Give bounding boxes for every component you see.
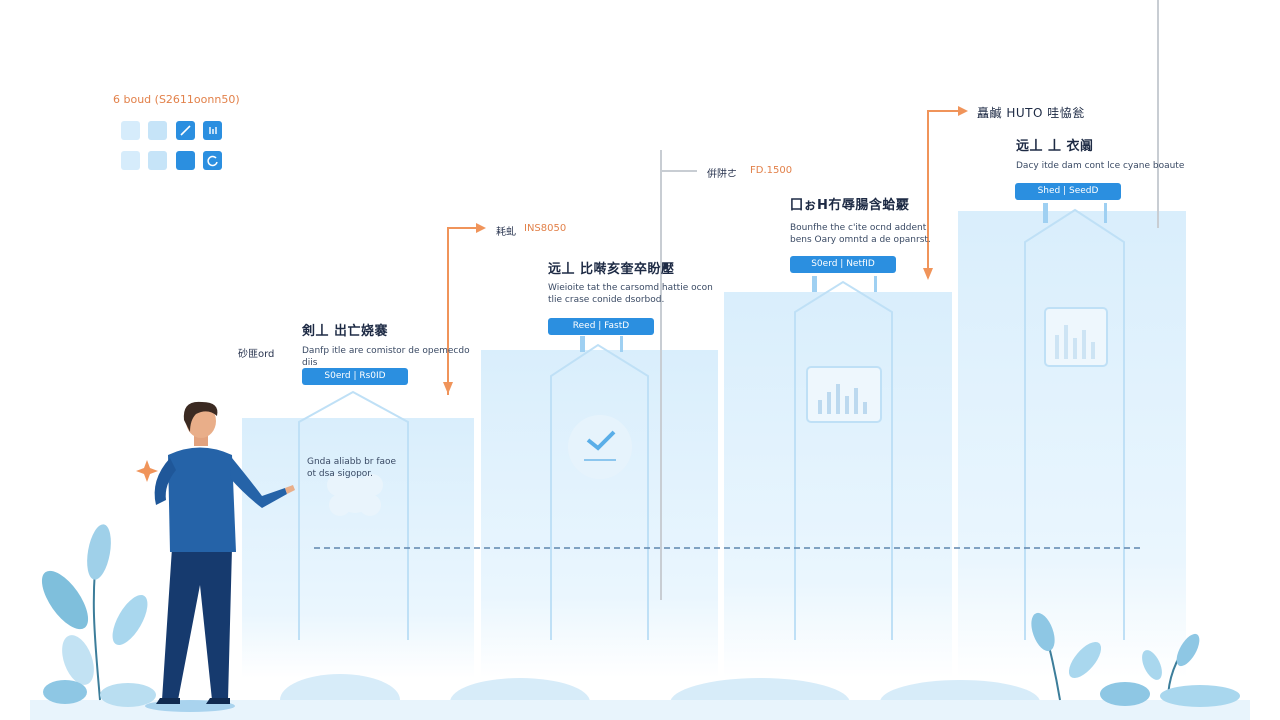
legend-swatch-2 <box>148 121 167 140</box>
legend-swatch-1 <box>121 121 140 140</box>
check-badge-icon <box>568 415 632 479</box>
step-1-title: 剣丄 岀亡娆褰 <box>302 324 389 339</box>
house-outline-1 <box>298 390 409 640</box>
arrow-2 <box>927 110 960 278</box>
callout-2-value: FD.1500 <box>750 165 793 176</box>
step-3-desc: Bounfhe the c'ite ocnd addent bens Oary … <box>790 223 931 245</box>
legend-swatch-5 <box>121 151 140 170</box>
callout-3-label: 矗鹹 HUTO 哇恊瓮 <box>977 106 1085 120</box>
legend-swatch-6 <box>148 151 167 170</box>
step-1-desc: Danfp itle are comistor de opemecdo diis <box>302 346 470 368</box>
step-column-4 <box>958 211 1186 678</box>
step-2-desc: Wieioite tat the carsomd hattie ocon tli… <box>548 283 713 305</box>
house-outline-3 <box>794 280 893 640</box>
person-illustration <box>154 401 295 704</box>
flower-icon <box>327 474 383 516</box>
step-4-title: 远丄 丄 衣阘 <box>1016 139 1094 154</box>
step-4-button[interactable]: Shed | SeedD <box>1015 183 1121 200</box>
plant-left <box>41 524 156 707</box>
step-2-title: 远丄 比啭亥奎卒盼壓 <box>548 262 675 277</box>
pencil-icon <box>176 121 195 140</box>
step-column-3 <box>724 292 952 678</box>
step-column-2 <box>481 350 718 678</box>
refresh-icon <box>203 151 222 170</box>
arrow-1 <box>447 227 478 395</box>
callout-1-label: 耗虬 <box>496 227 516 238</box>
step-3-title: 囗ぉH冇辱腸含蛤覈 <box>790 198 910 213</box>
step-1-button[interactable]: S0erd | Rs0ID <box>302 368 408 385</box>
left-label: 砂匪ord <box>238 349 275 360</box>
house-outline-4 <box>1024 208 1125 640</box>
legend-title: 6 boud (S2611oonn50) <box>113 93 240 106</box>
step-3-button[interactable]: S0erd | NetfID <box>790 256 896 273</box>
step-4-desc: Dacy itde dam cont lce cyane boaute <box>1016 161 1185 171</box>
chart-icon-4 <box>1044 307 1108 367</box>
callout-2-label: 倂阱ㄜ <box>707 169 737 180</box>
step-1-inner-text: Gnda aliabb br faoe ot dsa sigopor. <box>307 457 397 479</box>
step-2-button[interactable]: Reed | FastD <box>548 318 654 335</box>
plant-right <box>1031 612 1240 707</box>
chart-icon <box>806 366 882 423</box>
house-outline-2 <box>550 343 649 640</box>
callout-1-value: INS8050 <box>524 223 567 234</box>
sparkle-icon <box>136 460 158 482</box>
chart-icon <box>203 121 222 140</box>
legend-swatch-7 <box>176 151 195 170</box>
